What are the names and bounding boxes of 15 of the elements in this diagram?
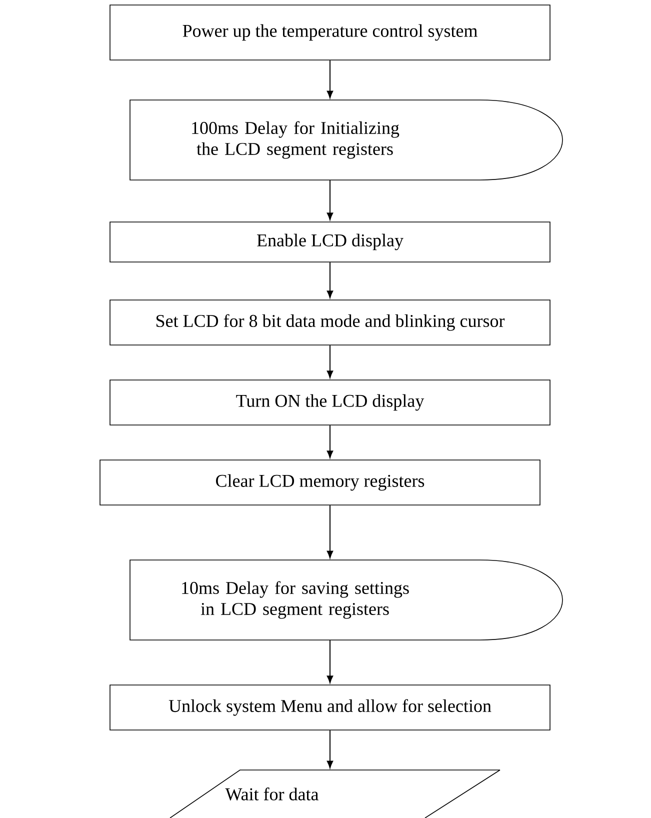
arrow bbox=[326, 730, 334, 768]
arrow bbox=[326, 504, 334, 558]
arrow bbox=[326, 640, 334, 684]
process-box: Turn ON the LCD display bbox=[110, 380, 550, 426]
process-box: Power up the temperature control system bbox=[110, 4, 550, 60]
arrow bbox=[326, 424, 334, 458]
arrow bbox=[326, 60, 334, 98]
data-parallelogram: Wait for data bbox=[170, 770, 500, 818]
process-box: Enable LCD display bbox=[110, 222, 550, 262]
arrow bbox=[326, 344, 334, 378]
arrow bbox=[326, 180, 334, 220]
arrow bbox=[326, 262, 334, 298]
process-box: Clear LCD memory registers bbox=[100, 460, 540, 506]
process-box: Unlock system Menu and allow for selection bbox=[110, 684, 550, 730]
process-box: Set LCD for 8 bit data mode and blinking cursor bbox=[110, 300, 550, 346]
